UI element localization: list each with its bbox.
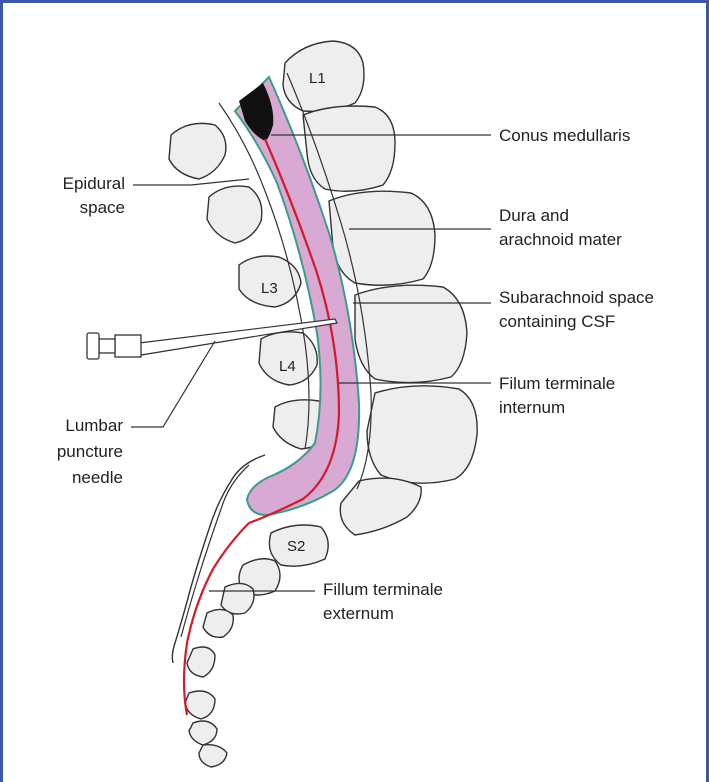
label-l4: L4 <box>279 358 296 375</box>
label-needle-line2: puncture <box>57 442 123 461</box>
label-fillum-externum-line2: externum <box>323 604 394 623</box>
label-fillum-externum-line1: Fillum terminale <box>323 580 443 599</box>
coccyx-segment-1 <box>187 647 215 677</box>
label-needle-line3: needle <box>72 468 123 487</box>
sacral-segment-5 <box>203 609 233 637</box>
label-s2: S2 <box>287 538 305 555</box>
coccyx-segment-3 <box>189 721 217 745</box>
label-conus-medullaris: Conus medullaris <box>499 126 630 145</box>
vertebra-l4 <box>355 285 467 382</box>
spinous-process-2 <box>207 186 262 243</box>
label-l3: L3 <box>261 280 278 297</box>
spinous-process-1 <box>169 123 226 179</box>
label-dura-line2: arachnoid mater <box>499 230 622 249</box>
label-l1: L1 <box>309 70 326 87</box>
label-subarachnoid-line2: containing CSF <box>499 312 615 331</box>
needle-cap <box>87 333 99 359</box>
sacral-segment-4 <box>221 583 254 614</box>
label-needle-line1: Lumbar <box>65 416 123 435</box>
coccyx-segment-4 <box>199 745 227 767</box>
leader-epidural <box>133 179 249 185</box>
vertebra-l5 <box>367 386 477 483</box>
label-epidural-line2: space <box>80 198 125 217</box>
label-dura-line1: Dura and <box>499 206 569 225</box>
sacrum-s1 <box>340 478 421 535</box>
label-epidural-line1: Epidural <box>63 174 125 193</box>
coccyx-segment-2 <box>185 691 215 719</box>
label-subarachnoid-line1: Subarachnoid space <box>499 288 654 307</box>
label-filum-internum-line2: internum <box>499 398 565 417</box>
needle-hub <box>115 335 141 357</box>
label-filum-internum-line1: Filum terminale <box>499 374 615 393</box>
lumbar-puncture-diagram: L1 L3 L4 S2 Conus medullaris Dura and ar… <box>3 3 706 782</box>
needle-grip <box>99 339 115 353</box>
